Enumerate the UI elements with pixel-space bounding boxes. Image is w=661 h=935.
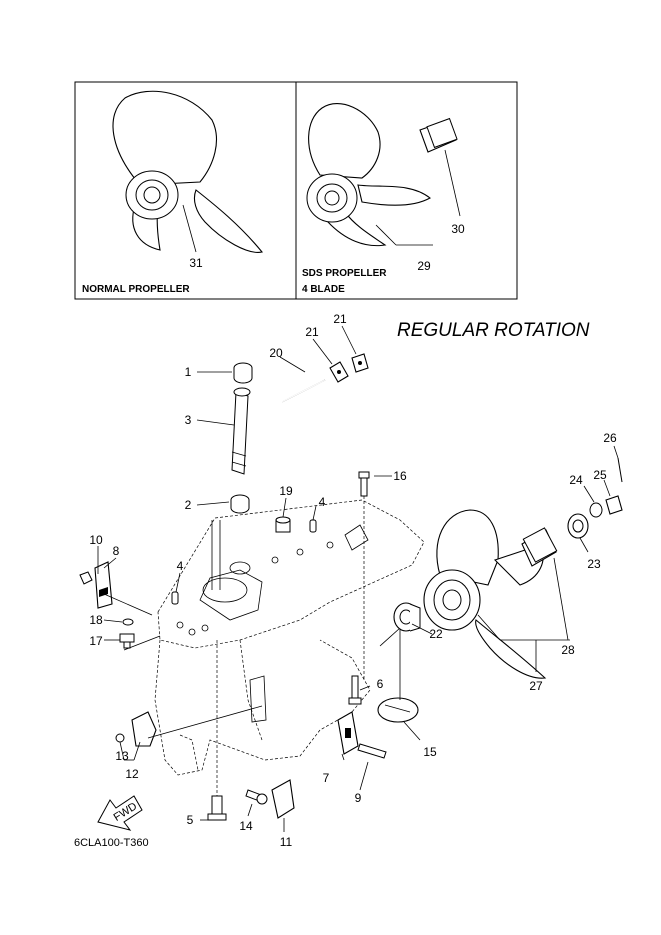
part-15-anode: [377, 627, 419, 723]
callout-12: 12: [125, 767, 139, 781]
callout-1: 1: [185, 365, 192, 379]
sds-propeller-caption-line1: SDS PROPELLER: [302, 268, 387, 279]
callout-19: 19: [279, 484, 293, 498]
callout-21b: 21: [333, 312, 347, 326]
lower-case-drawing: [154, 499, 425, 776]
part-28-spacer: [521, 527, 569, 641]
part-3-water-tube: [231, 387, 251, 475]
part-22-thrust-washer: [393, 602, 421, 632]
callout-5: 5: [187, 813, 194, 827]
callout-9: 9: [355, 791, 362, 805]
callout-17: 17: [89, 634, 103, 648]
sds-propeller-caption-line2: 4 BLADE: [302, 284, 345, 295]
callout-6: 6: [377, 677, 384, 691]
fwd-arrow-label: FWD: [112, 800, 140, 823]
part-9-screw: [357, 743, 387, 759]
callout-24: 24: [569, 473, 583, 487]
normal-propeller-drawing: [112, 90, 263, 253]
callout-10: 10: [89, 533, 103, 547]
callout-28: 28: [561, 643, 575, 657]
part-21-anode-right: [351, 353, 369, 373]
callout-22: 22: [429, 627, 443, 641]
part-4-dowel-pin-right: [309, 519, 317, 533]
part-12-trim-tab: [131, 711, 157, 747]
part-25-nut: [605, 495, 623, 515]
callout-2: 2: [185, 498, 192, 512]
callout-7: 7: [323, 771, 330, 785]
part-16-bolt: [358, 471, 370, 680]
callout-26: 26: [603, 431, 617, 445]
part-5-bolt: [207, 640, 227, 821]
callout-31: 31: [189, 256, 203, 270]
callout-11: 11: [280, 835, 293, 849]
part-21-anode-left: [329, 361, 349, 383]
propeller-options-panel: [74, 81, 518, 300]
callout-4b: 4: [177, 559, 184, 573]
part-14-screw: [245, 789, 268, 805]
callout-15: 15: [423, 745, 437, 759]
callout-20: 20: [269, 346, 283, 360]
part-26-cotter-pin: [617, 457, 623, 483]
callout-3: 3: [185, 413, 192, 427]
part-8-cover: [94, 561, 113, 609]
part-23-washer: [567, 513, 589, 539]
callout-14: 14: [239, 819, 253, 833]
sds-propeller-drawing: [306, 103, 461, 247]
part-17-plug: [119, 633, 135, 649]
callout-30: 30: [451, 222, 465, 236]
part-11-cover: [271, 779, 295, 819]
part-4-dowel-pin-left: [171, 591, 179, 605]
part-6-bolt: [348, 675, 362, 705]
callout-25: 25: [593, 468, 607, 482]
part-13-bolt: [115, 733, 125, 743]
callout-27: 27: [529, 679, 543, 693]
leader-lines: [97, 325, 619, 832]
part-7-grommet: [337, 711, 359, 755]
fwd-arrow: FWD: [97, 795, 143, 831]
callout-23: 23: [587, 557, 601, 571]
callout-29: 29: [417, 259, 431, 273]
callout-16: 16: [393, 469, 407, 483]
part-24-washer: [589, 502, 603, 518]
drawing-code: 6CLA100-T360: [74, 837, 149, 849]
part-20-shift-rod: [281, 379, 326, 518]
part-27-propeller: [423, 509, 570, 679]
callout-13: 13: [115, 749, 129, 763]
part-2-grommet: [230, 494, 250, 514]
part-10-bolt: [79, 571, 93, 585]
callout-4a: 4: [319, 495, 326, 509]
normal-propeller-caption: NORMAL PROPELLER: [82, 284, 190, 295]
callout-8: 8: [113, 544, 120, 558]
part-1-grommet: [233, 362, 253, 384]
part-18-o-ring: [122, 618, 134, 626]
part-19-bushing: [275, 516, 291, 533]
rotation-title: REGULAR ROTATION: [397, 320, 590, 341]
callout-21a: 21: [305, 325, 319, 339]
callout-18: 18: [89, 613, 103, 627]
